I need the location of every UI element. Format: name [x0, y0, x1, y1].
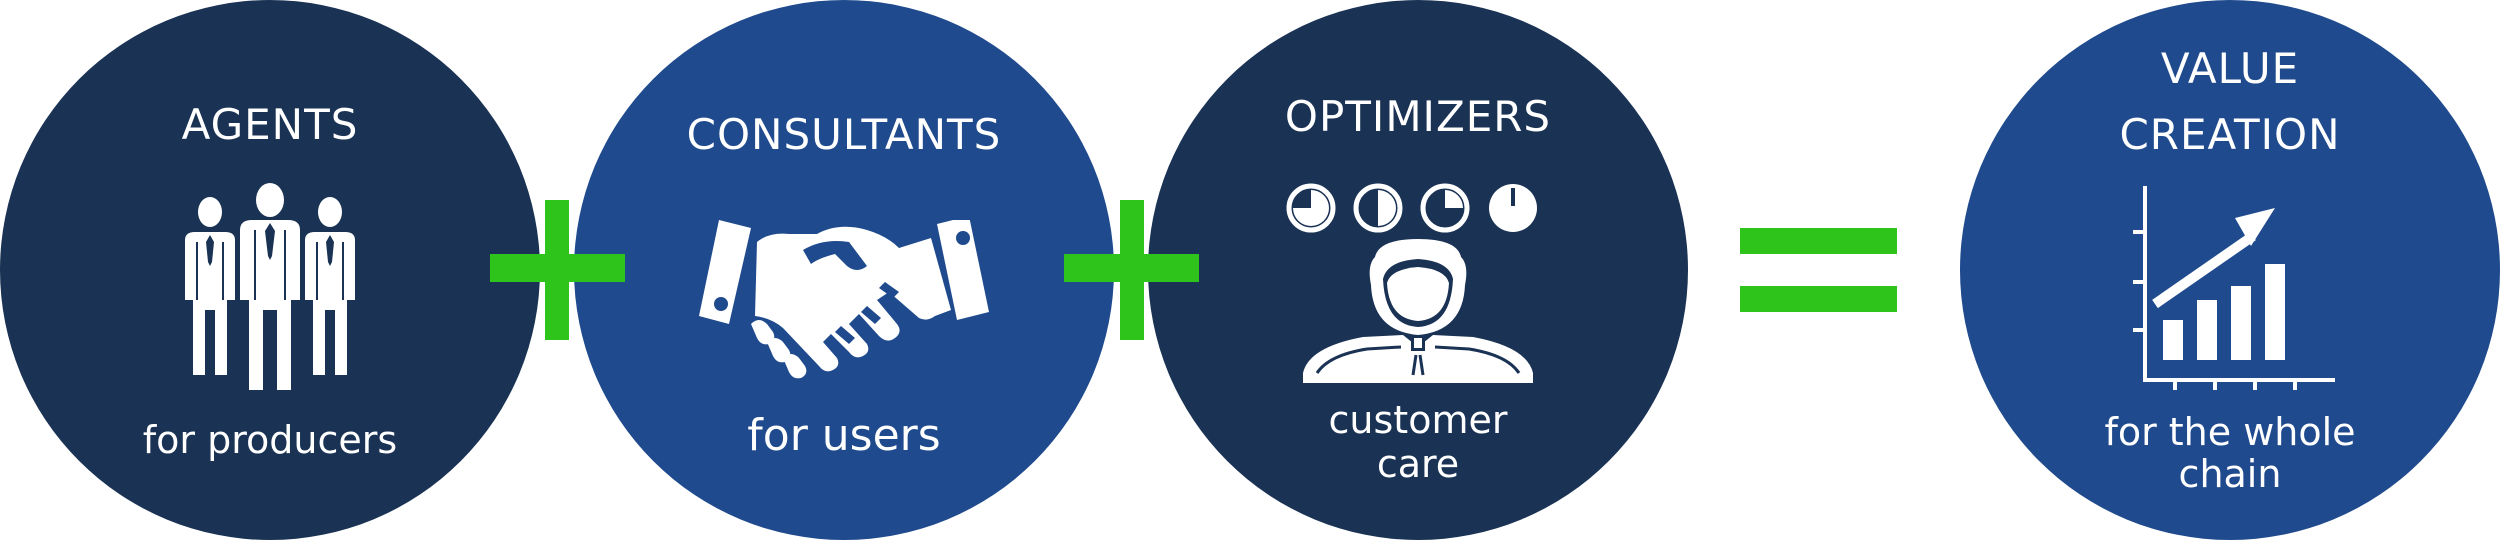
value-creation-title-line1: VALUE: [2160, 44, 2300, 93]
optimizers-subtitle-line2: care: [1376, 442, 1460, 486]
value-creation-circle: VALUE CREATION for the whole chain: [1960, 0, 2500, 540]
agents-circle: AGENTS for producers: [0, 0, 540, 540]
consultants-circle: CONSULTANTS for users: [574, 0, 1114, 540]
clock-icons-row: [1286, 183, 1537, 233]
optimizers-title: OPTIMIZERS: [1284, 92, 1552, 141]
value-creation-subtitle-line2: chain: [2178, 452, 2282, 496]
agents-subtitle: for producers: [142, 418, 398, 462]
plus-icon-vertical: [1120, 200, 1144, 340]
equals-icon-top-bar: [1740, 228, 1897, 254]
support-person-icon: [1303, 239, 1533, 383]
handshake-icon: [699, 220, 989, 379]
value-creation-title-line2: CREATION: [2119, 110, 2341, 159]
optimizers-circle: OPTIMIZERS: [1148, 0, 1688, 540]
agents-title: AGENTS: [181, 100, 359, 149]
value-creation-subtitle-line1: for the whole: [2104, 410, 2356, 454]
plus-icon-vertical: [545, 200, 569, 340]
growth-chart-icon: [2133, 186, 2335, 390]
consultants-subtitle: for users: [747, 410, 941, 461]
business-people-icon: [185, 183, 355, 390]
optimizers-subtitle-line1: customer: [1328, 398, 1508, 442]
equals-icon-bottom-bar: [1740, 286, 1897, 312]
consultants-title: CONSULTANTS: [686, 110, 1002, 159]
